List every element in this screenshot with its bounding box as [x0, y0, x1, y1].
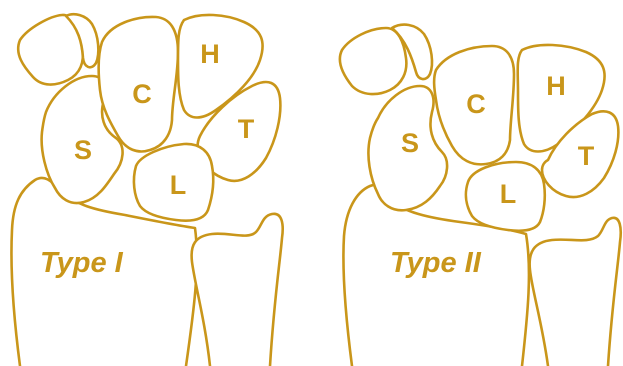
scaphoid-label: S [74, 135, 92, 165]
hamate-label: H [200, 39, 220, 69]
ulna-bone [530, 218, 621, 366]
type-label: Type II [390, 247, 482, 279]
triquetrum-label: T [578, 141, 595, 171]
type-label: Type I [40, 247, 124, 279]
panel-type-1: H C T S L Type I [11, 14, 282, 366]
ulna-bone [192, 214, 283, 366]
trapezium-bone [340, 28, 406, 94]
capitate-label: C [132, 79, 152, 109]
hamate-label: H [546, 71, 566, 101]
scaphoid-label: S [401, 128, 419, 158]
triquetrum-label: T [238, 114, 255, 144]
capitate-label: C [466, 89, 486, 119]
panel-type-2: H C T S L Type II [340, 25, 621, 366]
lunate-label: L [500, 179, 517, 209]
lunate-label: L [170, 170, 187, 200]
